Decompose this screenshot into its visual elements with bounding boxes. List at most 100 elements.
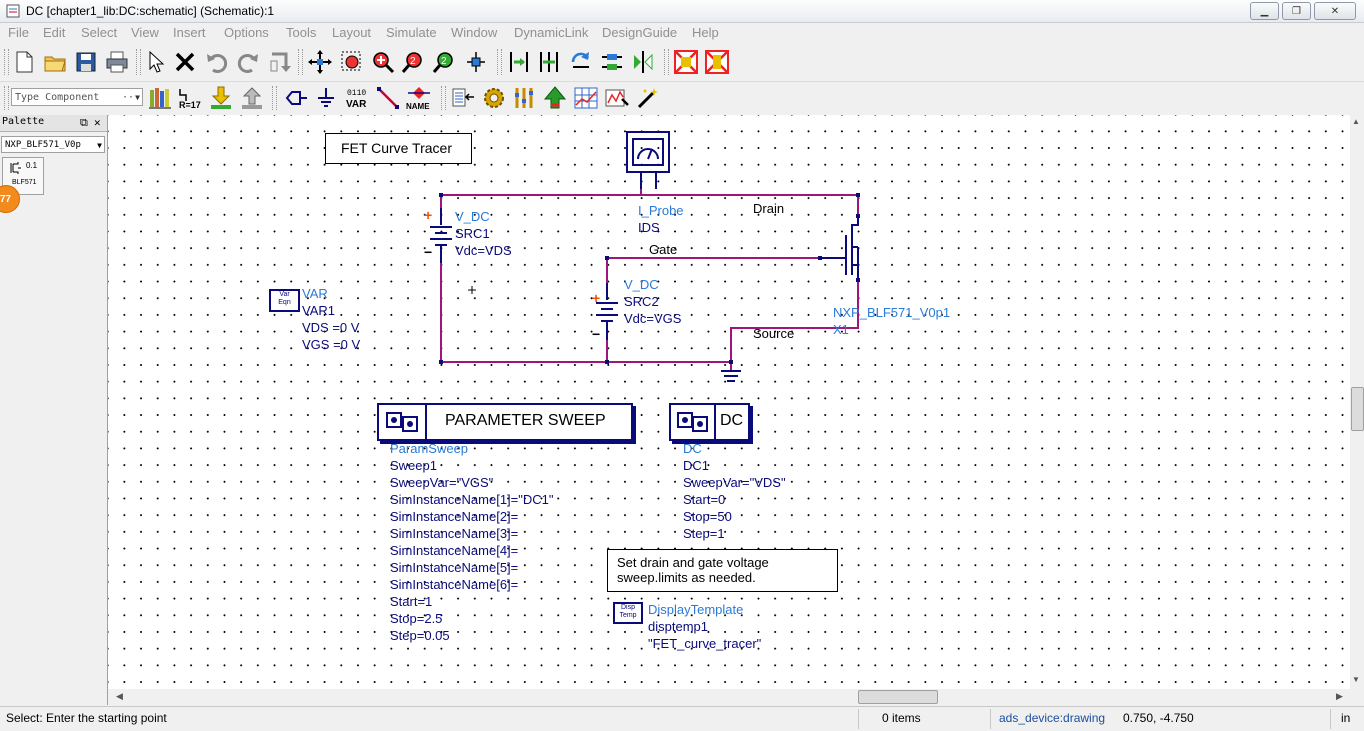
zoom-area-icon[interactable] bbox=[338, 48, 366, 76]
scroll-down-icon[interactable]: ▼ bbox=[1352, 675, 1360, 684]
palette-library-select[interactable]: NXP_BLF571_V0p ▼ bbox=[1, 136, 105, 153]
optimization-icon[interactable] bbox=[603, 84, 631, 112]
select-pointer-icon[interactable] bbox=[141, 48, 169, 76]
export-icon[interactable] bbox=[238, 84, 266, 112]
vertical-scroll-thumb[interactable] bbox=[1351, 387, 1364, 431]
close-button[interactable]: ✕ bbox=[1314, 2, 1356, 20]
simulate-icon[interactable] bbox=[541, 84, 569, 112]
deactivate-component-icon[interactable] bbox=[672, 48, 700, 76]
menu-designguide[interactable]: DesignGuide bbox=[602, 25, 678, 40]
toolbar-separator bbox=[298, 49, 303, 75]
display-template-icon[interactable]: Disp Temp bbox=[613, 602, 643, 624]
insert-component-icon[interactable] bbox=[207, 84, 235, 112]
menu-select[interactable]: Select bbox=[81, 25, 118, 40]
redo-icon[interactable] bbox=[234, 48, 262, 76]
status-message: Select: Enter the starting point bbox=[6, 711, 167, 725]
horizontal-scroll-thumb[interactable] bbox=[858, 690, 938, 704]
menu-simulate[interactable]: Simulate bbox=[386, 25, 437, 40]
var-eqn-icon[interactable]: Var Eqn bbox=[269, 289, 300, 312]
menu-layout[interactable]: Layout bbox=[332, 25, 372, 40]
palette-close-button[interactable]: ✕ bbox=[94, 116, 101, 129]
pop-out-hierarchy-icon[interactable] bbox=[536, 48, 564, 76]
insert-wire-icon[interactable] bbox=[374, 84, 402, 112]
vdc-src2-plus: + bbox=[592, 290, 600, 306]
mirror-icon[interactable] bbox=[629, 48, 657, 76]
menu-view[interactable]: View bbox=[131, 25, 159, 40]
undo-icon[interactable] bbox=[203, 48, 231, 76]
magic-wand-icon[interactable] bbox=[634, 84, 662, 112]
menu-edit[interactable]: Edit bbox=[43, 25, 66, 40]
library-browser-icon[interactable] bbox=[146, 84, 174, 112]
menu-options[interactable]: Options bbox=[224, 25, 269, 40]
save-icon[interactable] bbox=[72, 48, 100, 76]
instruction-note-box[interactable]: Set drain and gate voltage sweep.limits … bbox=[607, 549, 838, 592]
maximize-button[interactable]: ❐ bbox=[1282, 2, 1311, 20]
scroll-left-icon[interactable]: ◀ bbox=[116, 691, 123, 701]
open-folder-icon[interactable] bbox=[41, 48, 69, 76]
new-icon[interactable] bbox=[10, 48, 38, 76]
menu-help[interactable]: Help bbox=[692, 25, 719, 40]
fet-symbol[interactable] bbox=[822, 215, 859, 280]
insert-wire-label-icon[interactable]: NAME bbox=[405, 84, 433, 112]
title-note-box[interactable]: FET Curve Tracer bbox=[325, 133, 472, 164]
chevron-down-icon[interactable]: ▼ bbox=[135, 93, 140, 102]
toolbar-grip bbox=[4, 86, 9, 110]
print-icon[interactable] bbox=[103, 48, 131, 76]
palette-float-button[interactable]: ⧉ bbox=[80, 116, 88, 129]
rotate-icon[interactable] bbox=[567, 48, 595, 76]
move-icon[interactable] bbox=[306, 48, 334, 76]
toolbar-separator bbox=[664, 49, 669, 75]
schematic-canvas[interactable]: + − + − bbox=[108, 115, 1350, 689]
i-probe-symbol[interactable] bbox=[626, 131, 670, 189]
simulate-settings-icon[interactable] bbox=[480, 84, 508, 112]
param-sweep-line: SimInstanceName[2]= bbox=[390, 509, 519, 524]
dc-sim-block[interactable]: DC bbox=[669, 403, 750, 441]
param-sweep-line: Step=0.05 bbox=[390, 628, 450, 643]
scroll-right-icon[interactable]: ▶ bbox=[1336, 691, 1343, 701]
param-sweep-line: SimInstanceName[1]="DC1" bbox=[390, 492, 554, 507]
menu-insert[interactable]: Insert bbox=[173, 25, 206, 40]
instruction-note-line: sweep.limits as needed. bbox=[617, 570, 756, 585]
vdc-src2-name: SRC2 bbox=[624, 294, 659, 309]
zoom-out-2x-icon[interactable]: 2 bbox=[431, 48, 459, 76]
menu-tools[interactable]: Tools bbox=[286, 25, 317, 40]
tuning-icon[interactable] bbox=[510, 84, 538, 112]
delete-icon[interactable] bbox=[171, 48, 199, 76]
status-separator bbox=[1330, 709, 1331, 729]
status-layer[interactable]: ads_device:drawing bbox=[999, 711, 1106, 725]
horizontal-scrollbar[interactable]: ◀ ▶ bbox=[108, 689, 1350, 705]
component-parameters-icon[interactable]: R=17 bbox=[176, 84, 204, 112]
chevron-down-icon[interactable]: ▼ bbox=[97, 141, 102, 150]
menu-file[interactable]: File bbox=[8, 25, 29, 40]
display-icon-bottom: Temp bbox=[619, 612, 637, 619]
netlist-icon[interactable] bbox=[449, 84, 477, 112]
zoom-fit-icon[interactable] bbox=[462, 48, 490, 76]
vertical-scrollbar[interactable]: ▲ ▼ bbox=[1350, 115, 1364, 689]
param-sweep-block[interactable]: PARAMETER SWEEP bbox=[377, 403, 633, 441]
vdc-src2-minus: − bbox=[592, 326, 600, 342]
menu-window[interactable]: Window bbox=[451, 25, 498, 40]
param-sweep-type: ParamSweep bbox=[390, 441, 469, 456]
menu-dynamiclink[interactable]: DynamicLink bbox=[514, 25, 589, 40]
align-icon[interactable] bbox=[598, 48, 626, 76]
ground-symbol[interactable] bbox=[721, 370, 741, 382]
data-display-icon[interactable] bbox=[572, 84, 600, 112]
minimize-button[interactable]: ▁ bbox=[1250, 2, 1279, 20]
zoom-in-icon[interactable] bbox=[369, 48, 397, 76]
insert-port-icon[interactable] bbox=[282, 84, 310, 112]
push-into-hierarchy-icon[interactable] bbox=[505, 48, 533, 76]
zoom-in-2x-icon[interactable]: 2 bbox=[400, 48, 428, 76]
app-icon bbox=[6, 4, 20, 18]
type-component-more-button[interactable]: ··· bbox=[122, 92, 141, 103]
type-component-input[interactable]: Type Component ··· ▼ bbox=[11, 88, 143, 106]
insert-ground-icon[interactable] bbox=[312, 84, 340, 112]
scroll-up-icon[interactable]: ▲ bbox=[1352, 117, 1360, 126]
net-label-gate: Gate bbox=[649, 242, 678, 257]
vdc-src1-symbol[interactable] bbox=[430, 208, 452, 263]
short-component-icon[interactable] bbox=[703, 48, 731, 76]
repeat-icon[interactable] bbox=[265, 48, 293, 76]
palette-item-value: 0.1 bbox=[26, 161, 38, 170]
schematic-drawing: + − + − bbox=[424, 131, 860, 382]
vdc-src2-symbol[interactable] bbox=[596, 283, 618, 340]
